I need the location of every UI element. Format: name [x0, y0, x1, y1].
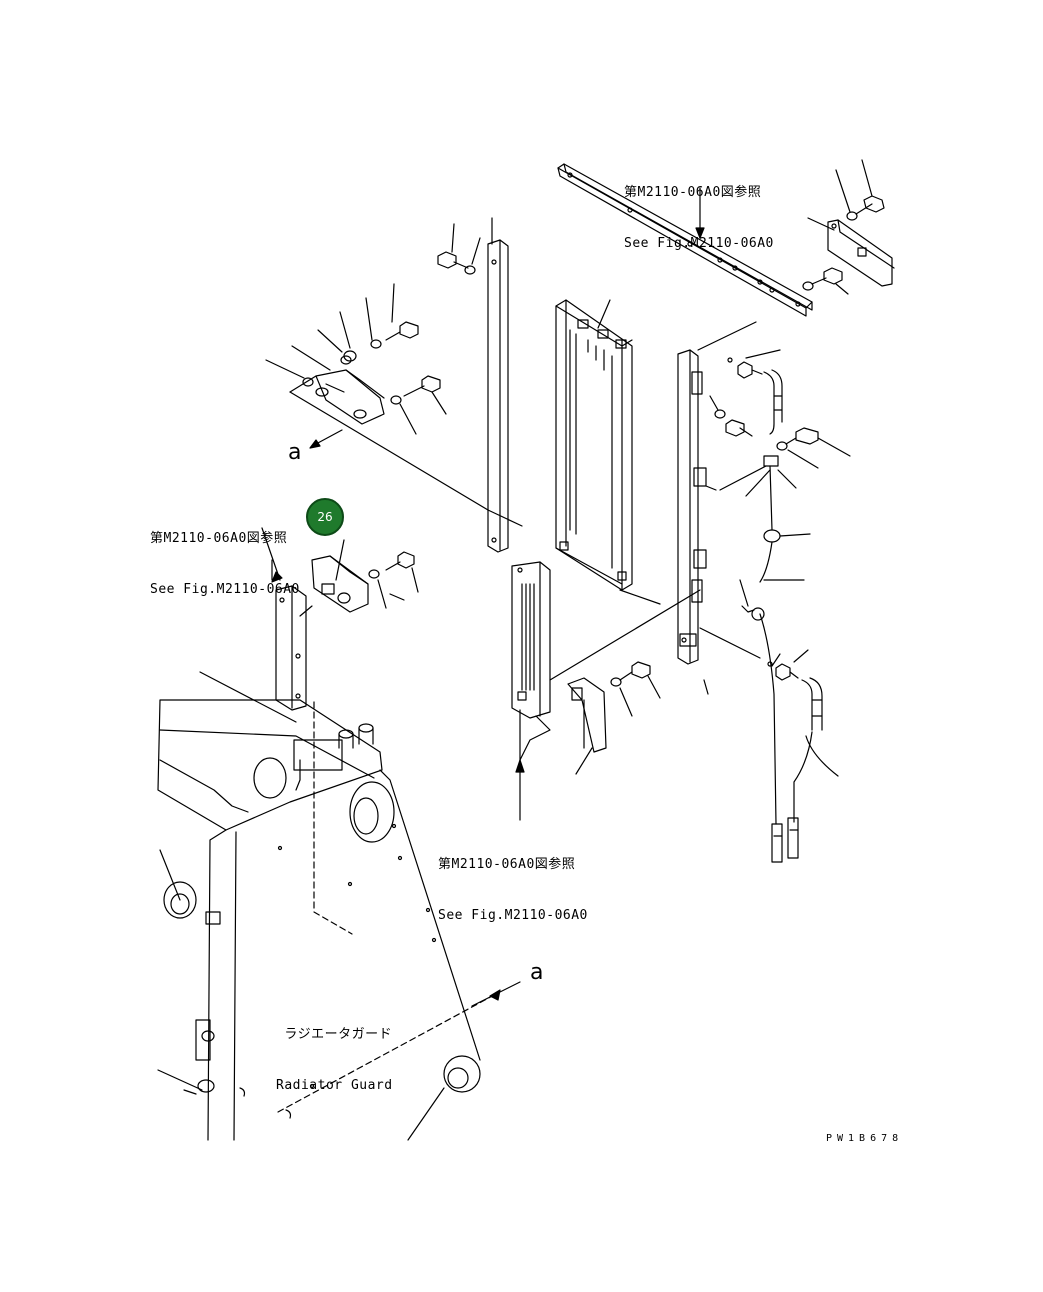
- bolt-center-lower: [611, 662, 660, 716]
- reference-label-top-jp: 第M2110-06A0図参照: [624, 185, 762, 200]
- reference-label-top: 第M2110-06A0図参照 See Fig.M2110-06A0: [624, 150, 774, 269]
- bolt-bracket-top: [292, 284, 418, 370]
- lower-shroud: [512, 562, 700, 820]
- bolt-lower-left: [369, 552, 418, 608]
- radiator-guard-label-en: Radiator Guard: [276, 1078, 393, 1093]
- small-bracket-center: [568, 678, 606, 774]
- top-bracket-bar: [558, 164, 812, 316]
- section-mark-a-lower: a: [530, 960, 544, 985]
- radiator-guard-label: ラジエータガード Radiator Guard: [276, 992, 393, 1111]
- hose-long: [760, 614, 838, 862]
- reference-label-bottom-jp: 第M2110-06A0図参照: [438, 857, 576, 872]
- reference-label-top-en: See Fig.M2110-06A0: [624, 236, 774, 251]
- radiator-guard-label-jp: ラジエータガード: [284, 1027, 393, 1042]
- upper-left-bracket: [316, 370, 384, 424]
- reference-label-left-en: See Fig.M2110-06A0: [150, 582, 300, 597]
- hose-fitting-upper: [728, 350, 782, 434]
- reference-label-left: 第M2110-06A0図参照 See Fig.M2110-06A0: [150, 496, 300, 615]
- hose-fitting-lower: [768, 650, 822, 730]
- bolt-right-upper: [803, 268, 848, 294]
- section-mark-a-upper: a: [288, 440, 302, 465]
- bolt-right-clamp: [777, 428, 850, 468]
- reference-label-bottom-en: See Fig.M2110-06A0: [438, 908, 588, 923]
- drawing-code: PW1B678: [826, 1133, 904, 1144]
- lower-left-bracket: [312, 540, 368, 612]
- reference-label-bottom: 第M2110-06A0図参照 See Fig.M2110-06A0: [438, 822, 588, 941]
- reference-label-left-jp: 第M2110-06A0図参照: [150, 531, 288, 546]
- part-callout-26[interactable]: 26: [306, 498, 344, 536]
- left-vertical-stay: [488, 218, 508, 552]
- bolt-left-stay: [438, 224, 480, 274]
- bolt-bracket-side: [391, 376, 446, 434]
- bolt-top-right: [836, 160, 884, 220]
- radiator-guard-frame: [158, 672, 520, 1140]
- top-right-plate: [828, 220, 894, 286]
- hose-clamps: [720, 456, 810, 620]
- radiator-core: [556, 300, 632, 590]
- right-vertical-stay: [678, 350, 716, 664]
- bolt-right-middle: [710, 396, 752, 436]
